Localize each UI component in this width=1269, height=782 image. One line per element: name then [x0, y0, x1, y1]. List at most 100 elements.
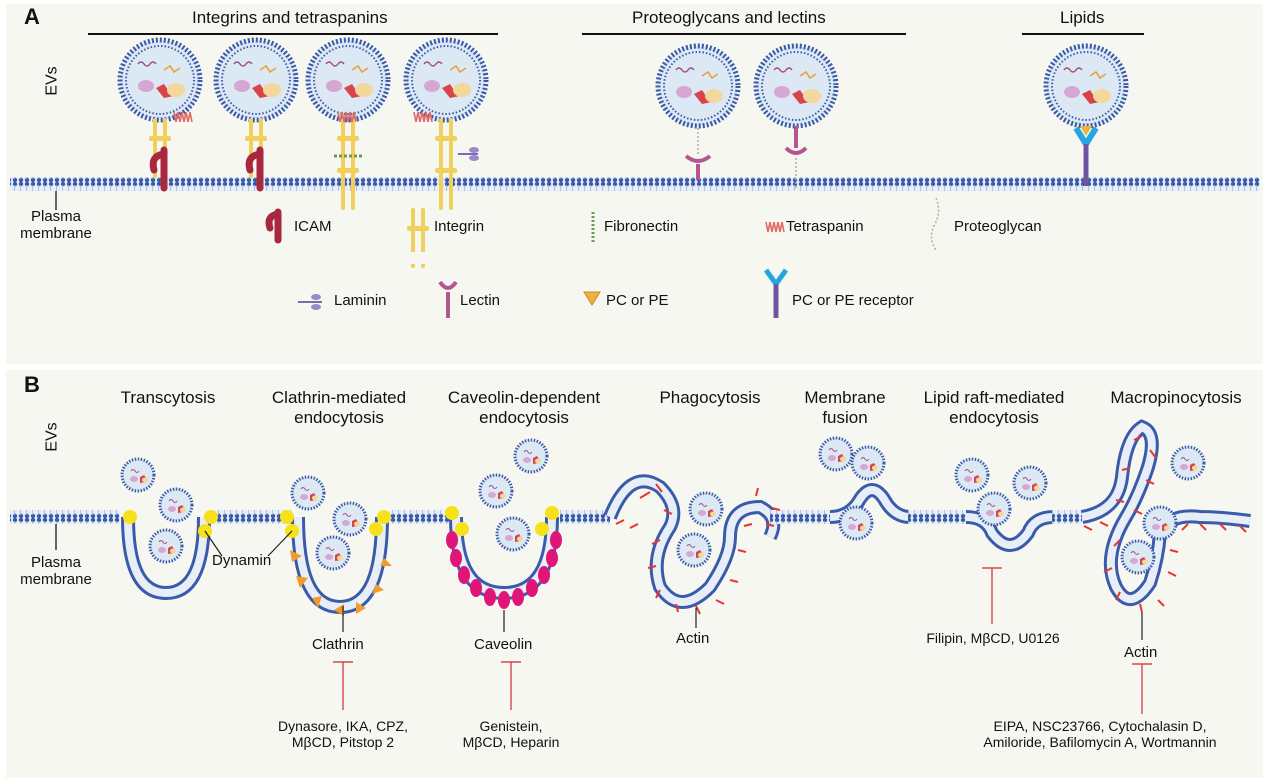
- evs-label-b: EVs: [43, 422, 61, 452]
- ev-vesicle: [1012, 465, 1048, 501]
- pathway-title-line: Lipid raft-mediated: [923, 388, 1065, 407]
- ev-vesicle: [818, 436, 854, 472]
- pathway-title-line: Phagocytosis: [659, 388, 761, 407]
- ev-vesicle: [308, 40, 388, 120]
- ev-vesicle: [158, 487, 194, 523]
- inhibitor-line: Genistein,: [479, 718, 543, 734]
- laminin-icon: [458, 147, 479, 161]
- tetraspanin-icon: [765, 221, 785, 233]
- ev-vesicle: [1142, 505, 1178, 541]
- pathway-title-line: endocytosis: [294, 408, 384, 427]
- inhibitor-line: MβCD, Pitstop 2: [291, 734, 395, 750]
- legend-lectin: Lectin: [460, 292, 501, 309]
- ev-vesicle: [495, 516, 531, 552]
- lectin-icon: [684, 128, 712, 180]
- membrane-label-line: membrane: [20, 571, 92, 588]
- lectin-icon: [784, 126, 808, 190]
- pathway-title-line: Macropinocytosis: [1110, 388, 1242, 407]
- lectin-icon: [438, 280, 458, 318]
- label-caveolin: Caveolin: [474, 636, 533, 653]
- legend-tetraspanin: Tetraspanin: [786, 218, 864, 235]
- ev-vesicle: [850, 445, 886, 481]
- inhibitor-line: Filipin, MβCD, U0126: [926, 630, 1060, 646]
- tetraspanin-icon: [413, 111, 433, 123]
- ev-vesicle: [954, 457, 990, 493]
- inhibition-lines: [333, 567, 1152, 714]
- pathway-title-line: fusion: [822, 408, 868, 427]
- ev-vesicle: [1170, 445, 1206, 481]
- inhibitors-lipid-raft: Filipin, MβCD, U0126: [900, 630, 1086, 646]
- pathway-macropinocytosis: Macropinocytosis: [1090, 388, 1262, 408]
- plasma-membrane-label-b: Plasma membrane: [20, 554, 92, 588]
- inhibitors-macropinocytosis: EIPA, NSC23766, Cytochalasin D, Amilorid…: [948, 718, 1252, 750]
- legend-laminin: Laminin: [334, 292, 387, 309]
- evs-label-a: EVs: [43, 66, 61, 96]
- legend-icam: ICAM: [294, 218, 332, 235]
- ev-vesicle: [756, 46, 836, 126]
- label-clathrin: Clathrin: [312, 636, 364, 653]
- membrane-label-line: Plasma: [30, 208, 82, 225]
- ev-vesicle: [332, 501, 368, 537]
- ev-vesicle: [148, 528, 184, 564]
- laminin-icon: [298, 294, 322, 310]
- legend-mask: [404, 252, 444, 264]
- inhibitor-line: EIPA, NSC23766, Cytochalasin D,: [993, 718, 1207, 734]
- ev-vesicle: [120, 40, 200, 120]
- ev-vesicle: [1120, 539, 1156, 575]
- inhibitor-line: MβCD, Heparin: [462, 734, 560, 750]
- ev-vesicle: [1046, 46, 1126, 126]
- pathway-clathrin: Clathrin-mediated endocytosis: [244, 388, 434, 428]
- plasma-membrane-a: [10, 177, 1260, 191]
- ev-vesicle: [216, 40, 296, 120]
- pathway-title-line: Clathrin-mediated: [271, 388, 407, 407]
- pathway-title-line: endocytosis: [479, 408, 569, 427]
- ev-vesicle: [120, 457, 156, 493]
- panel-b-background: [6, 370, 1263, 778]
- ev-vesicle: [688, 491, 724, 527]
- plasma-membrane-b: [10, 419, 1251, 615]
- dynamin-pointer: [267, 530, 293, 557]
- pathway-title-line: Membrane: [804, 388, 886, 407]
- category-lipids: Lipids: [1060, 8, 1105, 27]
- pathway-lipid-raft: Lipid raft-mediated endocytosis: [900, 388, 1088, 428]
- label-dynamin: Dynamin: [212, 552, 272, 569]
- pathway-title-line: endocytosis: [949, 408, 1039, 427]
- ev-vesicle: [976, 491, 1012, 527]
- pathway-caveolin: Caveolin-dependent endocytosis: [424, 388, 624, 428]
- icam-icon: [265, 208, 282, 244]
- panel-b-label: B: [24, 372, 40, 397]
- pathway-title-line: Transcytosis: [120, 388, 216, 407]
- clathrin-icon: [290, 550, 392, 616]
- ev-vesicle: [478, 473, 514, 509]
- membrane-label-line: Plasma: [30, 554, 82, 571]
- proteoglycan-icon: [930, 197, 940, 251]
- legend-proteoglycan: Proteoglycan: [954, 218, 1042, 235]
- ev-vesicle: [838, 505, 874, 541]
- pathway-transcytosis: Transcytosis: [98, 388, 238, 408]
- ev-vesicle: [676, 532, 712, 568]
- panel-a-label: A: [24, 4, 40, 29]
- inhibitor-line: Amiloride, Bafilomycin A, Wortmannin: [983, 734, 1217, 750]
- legend-integrin: Integrin: [434, 218, 485, 235]
- category-proteoglycans-lectins: Proteoglycans and lectins: [632, 8, 826, 27]
- actin-icon: [615, 483, 781, 615]
- category-integrins-tetraspanins: Integrins and tetraspanins: [192, 8, 388, 27]
- inhibitors-caveolin: Genistein, MβCD, Heparin: [438, 718, 584, 750]
- label-actin-phagocytosis: Actin: [676, 630, 710, 647]
- label-actin-macropinocytosis: Actin: [1124, 644, 1158, 661]
- pc-pe-receptor-icon: [763, 268, 789, 318]
- pathway-phagocytosis: Phagocytosis: [630, 388, 790, 408]
- actin-icon: [1083, 435, 1247, 613]
- legend-pc-pe-receptor: PC or PE receptor: [792, 292, 914, 309]
- ev-vesicle: [290, 475, 326, 511]
- inhibitors-clathrin: Dynasore, IKA, CPZ, MβCD, Pitstop 2: [258, 718, 428, 750]
- dynamin-pointer: [204, 530, 223, 557]
- membrane-label-line: membrane: [20, 225, 92, 242]
- ev-vesicle: [315, 535, 351, 571]
- ev-vesicle: [513, 438, 549, 474]
- caveolin-icon: [446, 531, 562, 609]
- pc-pe-receptor-icon: [1073, 126, 1099, 186]
- pathway-title-line: Caveolin-dependent: [447, 388, 601, 407]
- inhibitor-line: Dynasore, IKA, CPZ,: [278, 718, 408, 734]
